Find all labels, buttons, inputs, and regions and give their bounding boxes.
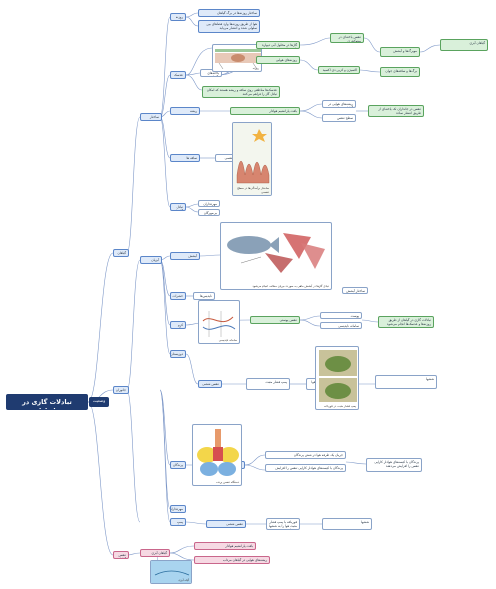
water-image: گیاه آبزی xyxy=(150,560,192,584)
stoma-image: روزنه xyxy=(212,44,262,72)
text-t4: یاخته‌های نگهبان روزنه xyxy=(200,69,222,77)
bird-caption: دستگاه تنفس پرنده xyxy=(216,479,239,484)
animal-bird[interactable]: پرندگان xyxy=(170,461,186,469)
root-title[interactable]: تبادلات گازی در جانداران xyxy=(6,394,88,410)
bird-image: دستگاه تنفس پرنده xyxy=(192,424,242,486)
text-t13: پوست xyxy=(320,312,362,319)
villi-caption: ساختار برآمدگی‌ها در سطح تنفسی xyxy=(237,186,269,194)
text-t8: اکسیژن و کربن دی اکسید xyxy=(318,66,360,74)
gill-caption: تبادل گازها در آبشش ماهی به صورت جریان م… xyxy=(252,283,329,288)
other-plant-node[interactable]: گیاهان آبزی xyxy=(140,549,170,557)
text-pump-2: تنفس ششی xyxy=(206,520,246,528)
level1-plants[interactable]: گیاهان xyxy=(113,249,129,257)
stoma-caption: روزنه xyxy=(252,65,259,70)
text-t27: مهره‌داران xyxy=(198,200,220,207)
text-pump-4: ششها xyxy=(322,518,372,530)
text-t7: تنفس یاخته‌ای در میتوکندری xyxy=(330,33,364,43)
text-t23: تبادلات گازی در گیاهان از طریق روزنه‌ها … xyxy=(378,316,434,328)
villi-image: ساختار برآمدگی‌ها در سطح تنفسی xyxy=(232,122,272,196)
text-t3: عدسک‌ها مناطقی روی ساقه و ریشه هستند که … xyxy=(202,86,280,98)
text-t5: گازها در محلول آبی دیواره یاخته حل می‌شو… xyxy=(256,41,300,49)
other-t36: بافت پارانشیم هوادار xyxy=(194,542,256,550)
text-bird-note: پرندگان با کیسه‌های هوادار کارایی تنفس ر… xyxy=(366,458,422,472)
plant-stem[interactable]: ساقه ها xyxy=(170,154,200,162)
text-t33: تنفس در جانداران تک یاخته‌ای از طریق انت… xyxy=(368,105,424,117)
text-t14: سامانه نایدیسی xyxy=(320,322,362,329)
text-t12: ششها xyxy=(375,375,437,389)
gill-image: تبادل گازها در آبشش ماهی به صورت جریان م… xyxy=(220,222,332,290)
animal-pump[interactable]: پمپ فشار مثبت xyxy=(170,518,186,526)
text-t28: بی‌مهرگان xyxy=(198,209,220,216)
text-t6: روزنه‌های هوایی xyxy=(256,56,300,64)
animal-amphibian[interactable]: دوزیستان xyxy=(170,350,186,358)
text-t30: نایدیس‌ها xyxy=(193,292,215,300)
text-t1: ساختار روزنه‌ها در برگ گیاهان xyxy=(198,9,260,17)
text-t37: ریشه‌های هوایی در گیاهان مرداب xyxy=(322,100,356,108)
text-t2: هوا از طریق روزنه‌ها وارد فضاهای بین سلو… xyxy=(198,20,260,33)
frog-caption: پمپ فشار مثبت در قورباغه xyxy=(324,403,356,408)
animal-mammal[interactable]: مهره‌داران xyxy=(170,505,186,513)
trachea-caption: سامانه نایدیسی xyxy=(218,337,237,342)
text-t38: سطح تنفس xyxy=(322,114,356,122)
animal-insect[interactable]: حشرات xyxy=(170,292,186,300)
root-tag: وضعیت xyxy=(89,397,109,407)
water-caption: گیاه آبزی xyxy=(178,577,189,582)
level1-animals[interactable]: جانوران xyxy=(113,386,129,394)
level1-other[interactable]: تنفس گیاهان xyxy=(113,551,129,559)
text-t25: تنفس پوستی xyxy=(250,316,300,324)
plant-stomata[interactable]: روزنه ها xyxy=(170,13,186,21)
text-t19: تنفس ششی xyxy=(198,380,222,388)
text-t35: گیاهان آبزی xyxy=(440,39,488,51)
trachea-image: سامانه نایدیسی xyxy=(198,300,240,344)
plant-root[interactable]: ریشه xyxy=(170,107,200,115)
animal-worm[interactable]: کرم خاکی xyxy=(170,321,186,329)
text-pump-3: قورباغه با پمپ فشار مثبت هوا را به ششها … xyxy=(266,518,300,530)
text-t22: پرندگان با کیسه‌های هوادار کارایی تنفس ر… xyxy=(265,464,346,472)
other-t37: ریشه‌های هوایی در گیاهان مرداب xyxy=(194,556,270,564)
plant-exchange[interactable]: تبادل گازها xyxy=(170,203,186,211)
plant-lenticel[interactable]: عدسک xyxy=(170,71,186,79)
text-t36: بافت پارانشیم هوادار xyxy=(230,107,300,115)
text-t24: جریان یک طرفه هوا در شش پرندگان xyxy=(265,451,346,459)
text-t9: مویرگ‌ها و آبشش xyxy=(380,47,420,57)
animal-gill[interactable]: آبشش xyxy=(170,252,200,260)
plant-structure[interactable]: ساختار تنفسی xyxy=(140,113,162,121)
animal-aquatic[interactable]: آبزیان xyxy=(140,256,162,264)
text-t10: برگ‌ها و ساقه‌های جوان xyxy=(380,67,420,77)
frog-image: پمپ فشار مثبت در قورباغه xyxy=(315,346,359,410)
text-t29: ساختار آبشش ماهی xyxy=(342,287,368,294)
text-t20: پمپ فشار مثبت xyxy=(246,378,290,390)
